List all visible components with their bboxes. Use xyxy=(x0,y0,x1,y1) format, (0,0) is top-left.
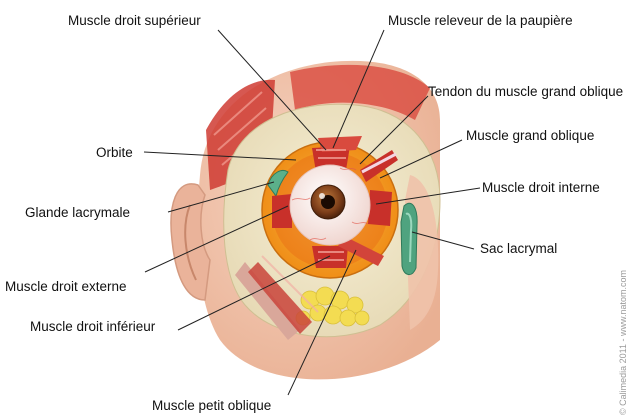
label-muscle-droit-superieur: Muscle droit supérieur xyxy=(68,13,201,28)
superior-oblique-tendon xyxy=(361,152,397,174)
medial-rectus xyxy=(368,190,392,226)
leader-lines xyxy=(143,29,481,396)
label-muscle-droit-interne: Muscle droit interne xyxy=(482,180,600,195)
levator-muscle xyxy=(318,136,362,152)
label-muscle-releveur: Muscle releveur de la paupière xyxy=(388,13,573,28)
inferior-oblique xyxy=(338,236,384,266)
label-tendon-grand-oblique: Tendon du muscle grand oblique xyxy=(428,84,624,99)
copyright-text: © Calimedia 2011 - www.natom.com xyxy=(618,269,628,415)
label-muscle-droit-inferieur: Muscle droit inférieur xyxy=(30,319,156,334)
lateral-rectus xyxy=(272,194,292,228)
brow-muscle xyxy=(290,64,430,120)
label-orbite: Orbite xyxy=(96,145,133,160)
label-muscle-grand-oblique: Muscle grand oblique xyxy=(466,128,595,143)
inferior-rectus xyxy=(312,246,348,268)
masseter-muscle xyxy=(235,262,300,340)
ear xyxy=(170,183,211,301)
label-glande-lacrymale: Glande lacrymale xyxy=(25,205,131,220)
label-sac-lacrymal: Sac lacrymal xyxy=(480,241,558,256)
lacrimal-gland xyxy=(267,170,289,198)
fat-tissue xyxy=(295,286,370,327)
pupil xyxy=(321,195,335,209)
label-muscle-petit-oblique: Muscle petit oblique xyxy=(152,398,272,413)
label-muscle-droit-externe: Muscle droit externe xyxy=(5,279,127,294)
lacrimal-sac xyxy=(400,202,418,275)
